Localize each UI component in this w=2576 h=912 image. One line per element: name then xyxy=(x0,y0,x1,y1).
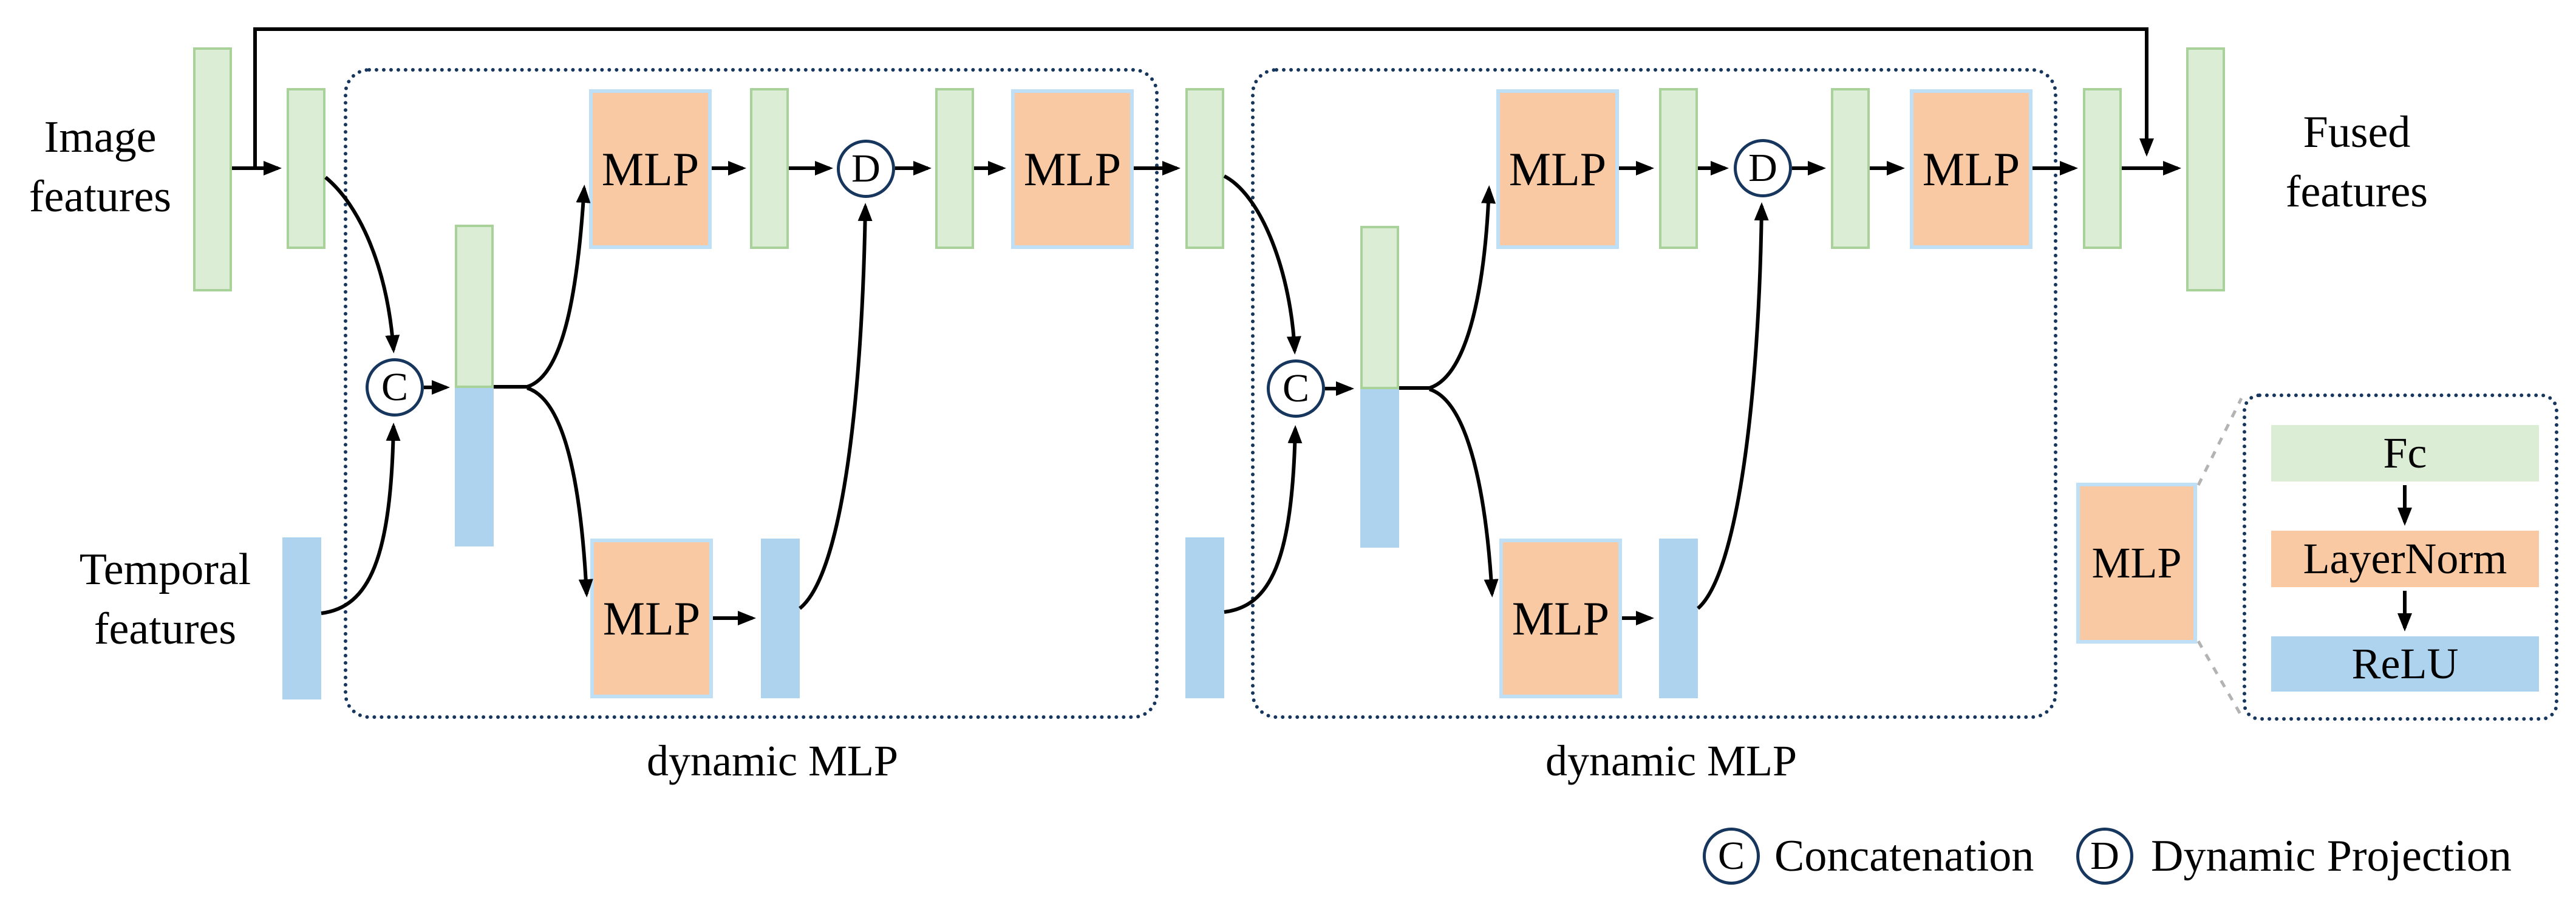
fused-features-bar-tall xyxy=(2186,47,2225,291)
legend-fc-row: Fc xyxy=(2271,425,2539,482)
legend-dynamic-text: Dynamic Projection xyxy=(2151,831,2512,881)
mlp-block-1-top2: MLP xyxy=(1011,89,1134,249)
mlp-block-2-top2: MLP xyxy=(1910,89,2033,249)
legend-concat-circle: C xyxy=(1703,828,1760,885)
dynamic-symbol: D xyxy=(851,146,881,191)
concat-circle-2: C xyxy=(1267,359,1325,418)
inter-bar-green xyxy=(1185,88,1224,249)
mlp-legend-box xyxy=(2243,393,2558,721)
image-features-bar xyxy=(287,88,325,249)
mlp-block-1-bottom: MLP xyxy=(590,539,713,698)
feature-bar-g1 xyxy=(750,88,789,249)
mlp-label: MLP xyxy=(601,142,700,196)
image-features-label: Image features xyxy=(9,108,191,226)
mlp-label: MLP xyxy=(2091,539,2182,587)
legend-dash-top xyxy=(2196,397,2243,486)
dynamic-symbol: D xyxy=(1748,146,1777,190)
dynamic-mlp-caption-text: dynamic MLP xyxy=(647,737,898,785)
image-features-line1: Image xyxy=(44,112,157,162)
temporal-features-line2: features xyxy=(94,604,237,654)
concat-circle-1: C xyxy=(366,358,424,417)
legend-layernorm-row: LayerNorm xyxy=(2271,531,2539,587)
legend-dynamic-label: Dynamic Projection xyxy=(2151,828,2512,885)
legend-layernorm-label: LayerNorm xyxy=(2303,534,2507,583)
legend-dynamic-circle: D xyxy=(2076,828,2133,885)
fused-features-line1: Fused xyxy=(2303,107,2411,157)
concat-symbol: C xyxy=(381,365,409,409)
mlp-block-2-top: MLP xyxy=(1496,89,1619,249)
mlp-label: MLP xyxy=(602,591,701,645)
legend-concat-label: Concatenation xyxy=(1774,828,2034,885)
mlp-block-2-bottom: MLP xyxy=(1499,539,1622,698)
legend-relu-label: ReLU xyxy=(2351,639,2459,688)
feature-bar-g2 xyxy=(935,88,974,249)
mlp-label: MLP xyxy=(1023,142,1122,196)
image-features-bar-tall xyxy=(193,47,232,291)
concat-bar-2 xyxy=(1360,226,1399,548)
image-features-line2: features xyxy=(29,171,172,222)
dynamic-circle-1: D xyxy=(837,140,895,198)
concat-bar-2-green xyxy=(1360,226,1399,389)
dynamic-circle-2: D xyxy=(1734,139,1792,197)
legend-fc-label: Fc xyxy=(2383,429,2427,477)
dynamic-mlp-caption-2: dynamic MLP xyxy=(1519,736,1823,786)
legend-relu-row: ReLU xyxy=(2271,636,2539,692)
fused-features-label: Fused features xyxy=(2257,103,2457,222)
concat-symbol: C xyxy=(1717,834,1745,878)
dynamic-mlp-caption-text: dynamic MLP xyxy=(1545,737,1797,785)
feature-bar-g5 xyxy=(2083,88,2122,249)
legend-concat-text: Concatenation xyxy=(1774,831,2034,881)
mlp-block-1-top: MLP xyxy=(589,89,712,249)
inter-bar-blue xyxy=(1185,537,1224,698)
mlp-label: MLP xyxy=(1922,142,2020,196)
feature-bar-b2 xyxy=(1659,539,1698,698)
mlp-label: MLP xyxy=(1508,142,1607,196)
legend-mlp-box: MLP xyxy=(2076,483,2197,644)
concat-bar-1-green xyxy=(455,225,494,388)
feature-bar-b1 xyxy=(761,539,800,698)
concat-bar-1-blue xyxy=(455,388,494,546)
feature-bar-g4 xyxy=(1831,88,1870,249)
feature-bar-g3 xyxy=(1659,88,1698,249)
concat-bar-1 xyxy=(455,225,494,546)
temporal-features-line1: Temporal xyxy=(79,545,251,594)
fused-features-line2: features xyxy=(2285,166,2428,217)
dynamic-symbol: D xyxy=(2090,834,2119,878)
mlp-label: MLP xyxy=(1511,591,1610,645)
dynamic-mlp-caption-1: dynamic MLP xyxy=(621,736,924,786)
temporal-features-bar xyxy=(282,537,321,699)
legend-dash-bottom xyxy=(2196,640,2243,717)
concat-bar-2-blue xyxy=(1360,389,1399,548)
concat-symbol: C xyxy=(1282,366,1310,410)
temporal-features-label: Temporal features xyxy=(50,540,281,659)
